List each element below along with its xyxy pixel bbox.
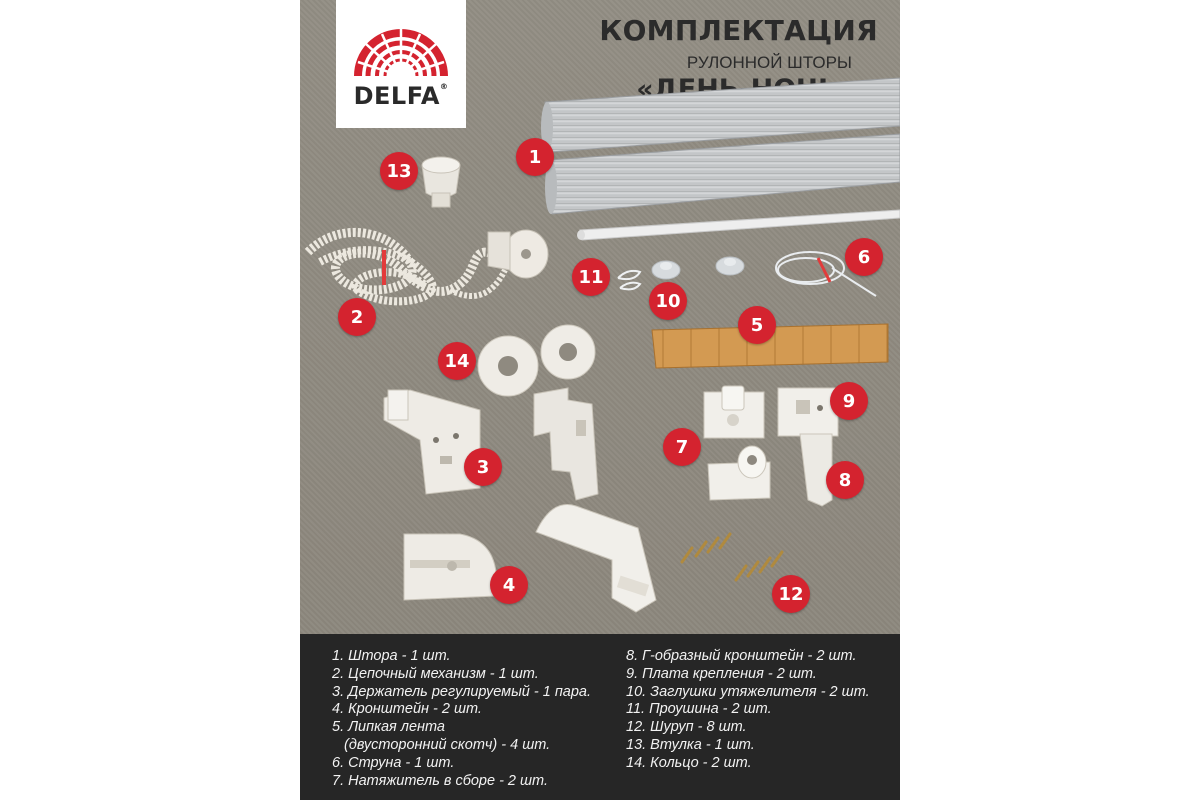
end-caps (651, 256, 745, 280)
arch-logo-icon (354, 28, 448, 78)
component-list-left: 1. Штора - 1 шт. 2. Цепочный механизм - … (332, 648, 591, 790)
delfa-logo: DELFA® (336, 0, 466, 128)
brackets (403, 504, 657, 613)
component-list: 1. Штора - 1 шт. 2. Цепочный механизм - … (300, 634, 900, 800)
heading-title: КОМПЛЕКТАЦИЯ (599, 14, 878, 47)
mounting-plate (777, 387, 839, 507)
list-item: 14. Кольцо - 2 шт. (626, 754, 752, 771)
registered-mark: ® (439, 82, 449, 91)
badge-3: 3 (464, 448, 502, 486)
badge-12: 12 (772, 575, 810, 613)
badge-5: 5 (738, 306, 776, 344)
badge-6: 6 (845, 238, 883, 276)
list-item: 7. Натяжитель в сборе - 2 шт. (332, 772, 549, 789)
badge-2: 2 (338, 298, 376, 336)
badge-4: 4 (490, 566, 528, 604)
list-item: 8. Г-образный кронштейн - 2 шт. (626, 648, 857, 664)
brand-name: DELFA (353, 82, 440, 110)
list-item: 10. Заглушки утяжелителя - 2 шт. (626, 683, 870, 700)
list-item: 13. Втулка - 1 шт. (626, 736, 755, 753)
list-item: 12. Шуруп - 8 шт. (626, 719, 747, 736)
screws (680, 532, 784, 582)
badge-11: 11 (572, 258, 610, 296)
bushing-part (421, 156, 461, 208)
badge-14: 14 (438, 342, 476, 380)
list-item: 6. Струна - 1 шт. (332, 754, 455, 771)
component-list-right: 8. Г-образный кронштейн - 2 шт. 9. Плата… (626, 648, 870, 773)
badge-9: 9 (830, 382, 868, 420)
list-item: 5. Липкая лента (332, 719, 445, 736)
chain-mechanism (304, 227, 508, 306)
tensioner (703, 385, 771, 501)
list-item: 9. Плата крепления - 2 шт. (626, 665, 817, 682)
list-item: 2. Цепочный механизм - 1 шт. (332, 665, 539, 682)
adhesive-tape (651, 323, 889, 369)
product-card: DELFA® КОМПЛЕКТАЦИЯ РУЛОННОЙ ШТОРЫ «ДЕНЬ… (300, 0, 900, 800)
list-item: 3. Держатель регулируемый - 1 пара. (332, 683, 592, 700)
eyelet-parts (617, 269, 642, 291)
blind-roll (541, 77, 900, 241)
list-item: 1. Штора - 1 шт. (332, 648, 451, 664)
string-coil (775, 251, 877, 297)
list-item: 11. Проушина - 2 шт. (626, 701, 772, 718)
badge-13: 13 (380, 152, 418, 190)
list-item: (двусторонний скотч) - 4 шт. (344, 736, 551, 753)
heading-subtitle: РУЛОННОЙ ШТОРЫ (686, 53, 852, 72)
rings (477, 324, 596, 397)
chain-housing (487, 229, 549, 279)
adjustable-holder (383, 387, 599, 501)
badge-7: 7 (663, 428, 701, 466)
components-illustration (304, 77, 900, 613)
badge-8: 8 (826, 461, 864, 499)
badge-1: 1 (516, 138, 554, 176)
badge-10: 10 (649, 282, 687, 320)
list-item: 4. Кронштейн - 2 шт. (332, 701, 482, 718)
